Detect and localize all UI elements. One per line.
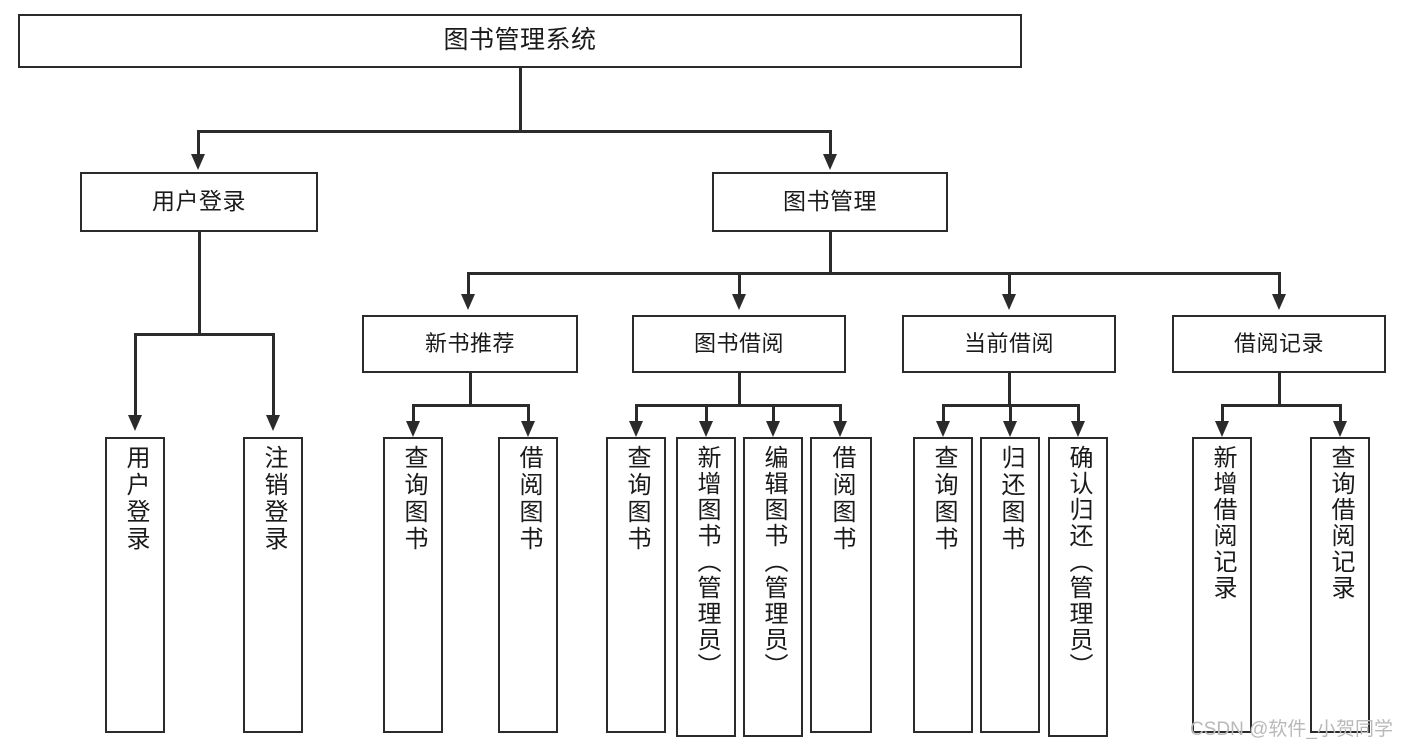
arrowhead-level1-1 [191,154,205,170]
leaf-recommend-borrow-book[interactable]: 借阅图书 [498,437,558,733]
connector-borrow-drop-1 [635,404,638,424]
node-label: 查询图书 [623,445,650,553]
leaf-current-return-book[interactable]: 归还图书 [980,437,1040,733]
node-label: 借阅记录 [1233,331,1324,357]
arrowhead-borrow-1 [629,421,643,437]
node-label: 新增借阅记录 [1209,445,1236,601]
connector-root-stem [519,68,522,132]
arrowhead-level2-2 [732,294,746,310]
arrowhead-recommend-1 [406,421,420,437]
node-label: 用户登录 [122,445,149,553]
leaf-borrow-query-book[interactable]: 查询图书 [606,437,666,733]
leaf-record-add-record[interactable]: 新增借阅记录 [1192,437,1252,733]
leaf-recommend-query-book[interactable]: 查询图书 [383,437,443,733]
node-root-system[interactable]: 图书管理系统 [18,14,1022,68]
arrowhead-level1-2 [823,154,837,170]
connector-record-drop-1 [1221,404,1224,424]
arrowhead-borrow-4 [833,421,847,437]
leaf-borrow-add-book-admin[interactable]: 新增图书（管理员） [676,437,736,737]
connector-level2-drop-2 [738,272,741,297]
arrowhead-level2-3 [1002,294,1016,310]
connector-recommend-drop-1 [412,404,415,424]
leaf-current-query-book[interactable]: 查询图书 [913,437,973,733]
leaf-user-logout[interactable]: 注销登录 [243,437,303,733]
connector-level2-bus [467,272,1280,275]
leaf-current-confirm-return-admin[interactable]: 确认归还（管理员） [1048,437,1108,737]
connector-level2-drop-3 [1008,272,1011,297]
connector-book-mgmt-stem [829,232,832,274]
connector-borrow-drop-2 [705,404,708,424]
node-label: 用户登录 [152,188,246,215]
node-book-management[interactable]: 图书管理 [712,172,948,232]
arrowhead-current-3 [1071,421,1085,437]
arrowhead-level2-4 [1272,294,1286,310]
connector-user-login-bus [134,333,274,336]
node-label: 借阅图书 [515,445,542,553]
node-label: 归还图书 [997,445,1024,553]
node-label: 新书推荐 [424,331,515,357]
connector-recommend-bus [412,404,528,407]
connector-record-stem [1278,373,1281,406]
connector-borrow-stem [738,373,741,406]
node-label: 查询图书 [400,445,427,553]
node-label: 当前借阅 [963,331,1054,357]
connector-current-stem [1008,373,1011,406]
node-borrow-record[interactable]: 借阅记录 [1172,315,1386,373]
connector-level2-drop-4 [1278,272,1281,297]
connector-borrow-bus [635,404,841,407]
connector-level1-drop-1 [197,130,200,158]
node-label: 图书借阅 [693,331,784,357]
arrowhead-current-1 [936,421,950,437]
arrowhead-current-2 [1003,421,1017,437]
leaf-user-login[interactable]: 用户登录 [105,437,165,733]
arrowhead-user-login-1 [128,415,142,431]
connector-record-bus [1221,404,1340,407]
connector-level1-bus [197,130,831,133]
node-label: 图书管理系统 [443,26,597,55]
arrowhead-borrow-3 [766,421,780,437]
node-label: 图书管理 [783,188,877,215]
connector-recommend-stem [469,373,472,406]
connector-current-drop-1 [942,404,945,424]
leaf-borrow-edit-book-admin[interactable]: 编辑图书（管理员） [743,437,803,737]
leaf-borrow-borrow-book[interactable]: 借阅图书 [810,437,872,733]
leaf-record-query-record[interactable]: 查询借阅记录 [1310,437,1370,733]
connector-user-login-drop-2 [272,333,275,419]
connector-level1-drop-2 [829,130,832,158]
node-label: 新增图书（管理员） [693,445,720,679]
node-label: 查询借阅记录 [1327,445,1354,601]
node-label: 注销登录 [260,445,287,553]
node-label: 确认归还（管理员） [1065,445,1092,679]
node-current-borrow[interactable]: 当前借阅 [902,315,1116,373]
node-user-login[interactable]: 用户登录 [80,172,318,232]
connector-level2-drop-1 [467,272,470,297]
arrowhead-record-2 [1333,421,1347,437]
connector-user-login-drop-1 [134,333,137,419]
arrowhead-record-1 [1215,421,1229,437]
connector-recommend-drop-2 [527,404,530,424]
arrowhead-user-login-2 [266,415,280,431]
node-label: 编辑图书（管理员） [760,445,787,679]
connector-borrow-drop-3 [772,404,775,424]
connector-current-drop-3 [1077,404,1080,424]
connector-borrow-drop-4 [839,404,842,424]
connector-record-drop-2 [1339,404,1342,424]
arrowhead-borrow-2 [699,421,713,437]
node-new-book-recommend[interactable]: 新书推荐 [362,315,578,373]
node-label: 借阅图书 [828,445,855,553]
connector-current-drop-2 [1009,404,1012,424]
node-label: 查询图书 [930,445,957,553]
connector-user-login-stem [198,232,201,335]
node-book-borrow[interactable]: 图书借阅 [632,315,846,373]
arrowhead-recommend-2 [521,421,535,437]
arrowhead-level2-1 [461,294,475,310]
